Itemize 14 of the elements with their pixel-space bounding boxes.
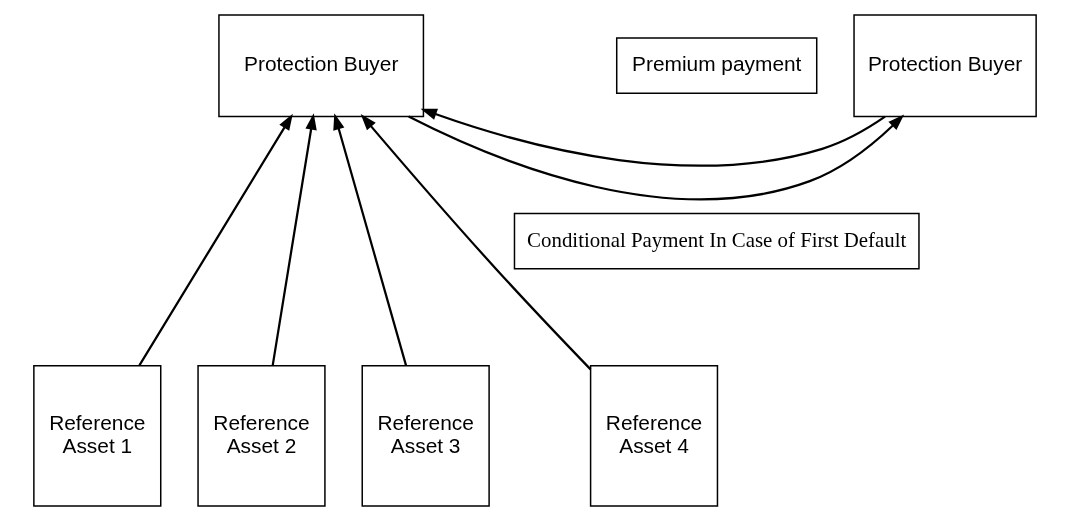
node-box: Reference Asset 4 <box>589 364 719 507</box>
node-box: Premium payment <box>615 36 818 94</box>
arrow <box>360 113 592 370</box>
arrow <box>408 113 905 200</box>
arrow <box>333 112 408 366</box>
node-box: Reference Asset 2 <box>197 364 326 507</box>
node-box: Protection Buyer <box>218 13 425 117</box>
node-box: Protection Buyer <box>853 13 1037 117</box>
arrow <box>271 112 317 365</box>
node-box: Reference Asset 3 <box>361 364 490 507</box>
node-box: Conditional Payment In Case of First Default <box>513 212 920 269</box>
arrow <box>420 108 886 167</box>
node-box: Reference Asset 1 <box>33 364 162 507</box>
arrow <box>138 113 293 366</box>
